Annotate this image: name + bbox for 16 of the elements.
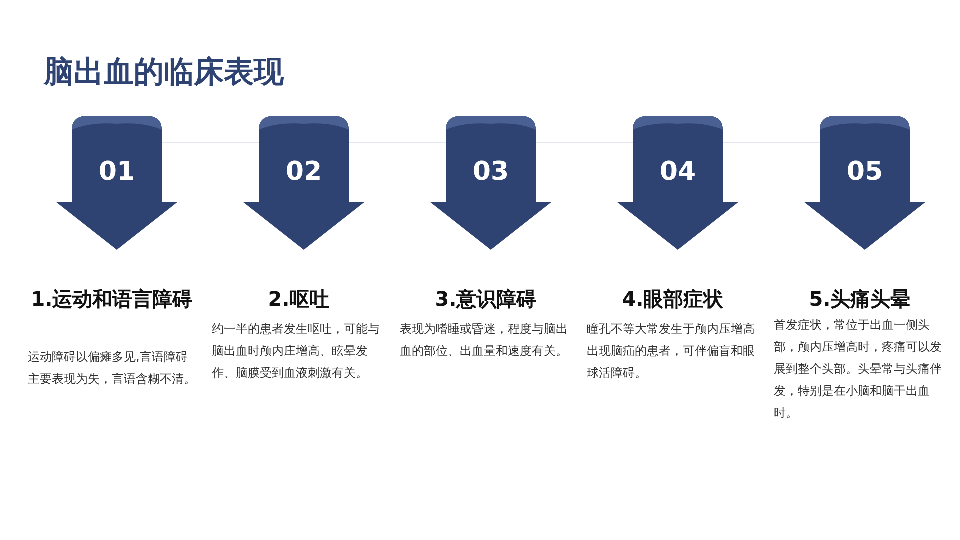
step-number: 05 [846,157,884,187]
step-heading: 4.眼部症状 [621,286,725,312]
description-text: 首发症状，常位于出血一侧头部，颅内压增高时，疼痛可以发展到整个头部。头晕常与头痛伴发，特别是在小脑和脑干出血时。 [774,317,943,422]
step-heading: 2.呕吐 [267,286,331,312]
step-number: 03 [472,157,510,187]
description-text: 表现为嗜睡或昏迷，程度与脑出血的部位、出血量和速度有关。 [400,321,569,360]
step-number: 02 [286,157,322,187]
description-text: 运动障碍以偏瘫多见,言语障碍主要表现为失，言语含糊不清。 [28,349,197,388]
description-text: 约一半的患者发生呕吐，可能与脑出血时颅内庄增高、眩晕发作、脑膜受到血液刺激有关。 [212,321,381,382]
step-heading: 1.运动和语言障碍 [30,286,194,312]
title: 脑出血的临床表现 [44,54,284,92]
step-heading: 5.头痛头晕 [808,286,912,312]
step-number: 04 [660,157,696,187]
step-heading: 3.意识障碍 [434,286,538,312]
step-number: 01 [98,157,136,187]
description-text: 瞳孔不等大常发生于颅内压增高出现脑疝的患者，可伴偏盲和眼球活障碍。 [587,321,756,382]
